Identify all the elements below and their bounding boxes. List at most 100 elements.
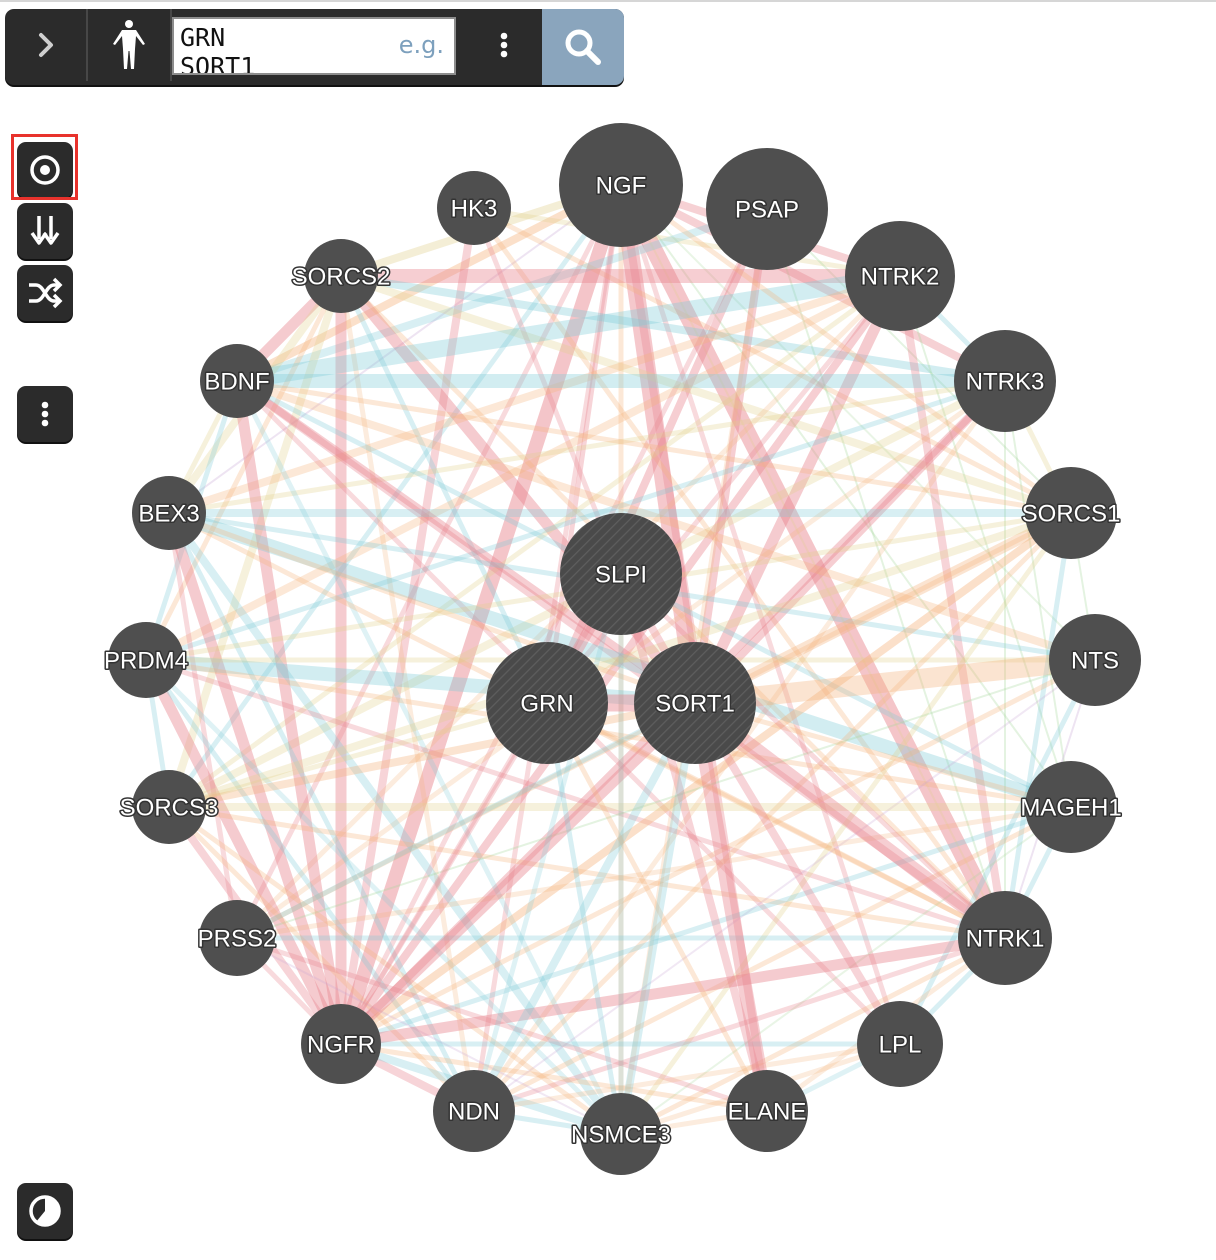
edge-lpl-sort1	[691, 699, 904, 1048]
edge-hk3-ntrk2	[471, 205, 903, 279]
gene-node-circle[interactable]	[301, 1004, 381, 1084]
gene-node-circle[interactable]	[958, 891, 1052, 985]
gene-node-circle[interactable]	[560, 513, 682, 635]
gene-node-label: NTRK2	[861, 264, 940, 291]
edge-sorcs3-nsmce3	[166, 804, 624, 1137]
edge-ngfr-sort1	[335, 697, 701, 1050]
edge-ngf-grn	[544, 182, 624, 706]
edge-psap-sort1	[691, 205, 771, 707]
gene-node-lpl[interactable]: LPL	[857, 1001, 943, 1087]
edge-ntrk2-ngfr	[337, 272, 904, 1048]
gene-node-label: SLPI	[595, 562, 647, 589]
expand-button[interactable]	[5, 9, 88, 81]
edge-mageh1-sort1	[692, 700, 1074, 810]
edge-ntrk2-ntrk1	[896, 272, 1009, 942]
gene-node-circle[interactable]	[132, 476, 206, 550]
gene-node-circle[interactable]	[580, 1093, 662, 1175]
gene-node-elane[interactable]: ELANE	[726, 1070, 808, 1152]
gene-node-circle[interactable]	[304, 239, 378, 313]
edge-lpl-ndn	[471, 1041, 903, 1114]
gene-node-bdnf[interactable]: BDNF	[200, 344, 274, 418]
gene-node-label: SORCS3	[120, 795, 219, 822]
gene-node-circle[interactable]	[433, 1070, 515, 1152]
gene-node-circle[interactable]	[706, 148, 828, 270]
edge-mageh1-nsmce3	[620, 806, 1072, 1135]
gene-node-circle[interactable]	[845, 221, 955, 331]
gene-node-ngfr[interactable]: NGFR	[301, 1004, 381, 1084]
gene-node-hk3[interactable]: HK3	[437, 171, 511, 245]
edge-bex3-ngfr	[163, 507, 347, 1050]
gene-node-circle[interactable]	[132, 770, 206, 844]
legend-button[interactable]	[17, 1183, 73, 1239]
gene-node-circle[interactable]	[486, 642, 608, 764]
edge-psap-bdnf	[233, 205, 771, 385]
vertical-dots-icon	[41, 401, 49, 427]
gene-node-circle[interactable]	[559, 123, 683, 247]
gene-node-nts[interactable]: NTS	[1049, 614, 1141, 706]
gene-node-bex3[interactable]: BEX3	[132, 476, 206, 550]
example-hint[interactable]: e.g.	[398, 31, 444, 59]
gene-node-sort1[interactable]: SORT1	[634, 642, 756, 764]
gene-node-sorcs1[interactable]: SORCS1	[1020, 467, 1122, 559]
gene-node-sorcs2[interactable]: SORCS2	[290, 239, 392, 313]
search-button[interactable]	[542, 9, 624, 85]
network-options-button[interactable]	[17, 386, 73, 442]
gene-node-circle[interactable]	[437, 171, 511, 245]
gene-node-sorcs3[interactable]: SORCS3	[118, 770, 220, 844]
gene-node-ndn[interactable]: NDN	[433, 1070, 515, 1152]
gene-node-mageh1[interactable]: MAGEH1	[1019, 761, 1123, 853]
search-options-button[interactable]	[468, 9, 540, 81]
organism-button[interactable]	[88, 9, 172, 81]
circle-layout-button[interactable]	[17, 142, 73, 198]
gene-node-label: PRSS2	[198, 926, 277, 953]
gene-node-nsmce3[interactable]: NSMCE3	[569, 1093, 673, 1175]
gene-node-label: SORCS2	[292, 264, 391, 291]
edge-bdnf-nts	[233, 377, 1099, 664]
gene-node-grn[interactable]: GRN	[486, 642, 608, 764]
gene-node-ntrk2[interactable]: NTRK2	[845, 221, 955, 331]
gene-node-psap[interactable]: PSAP	[706, 148, 828, 270]
hierarchical-layout-button[interactable]	[17, 203, 73, 259]
gene-node-circle[interactable]	[634, 642, 756, 764]
edge-bex3-mageh1	[162, 506, 1078, 814]
edge-ntrk3-prss2	[234, 378, 1008, 941]
gene-node-circle[interactable]	[726, 1070, 808, 1152]
random-layout-button[interactable]	[17, 265, 73, 321]
gene-node-ngf[interactable]: NGF	[559, 123, 683, 247]
gene-node-circle[interactable]	[1049, 614, 1141, 706]
gene-node-prss2[interactable]: PRSS2	[196, 900, 278, 976]
gene-node-circle[interactable]	[200, 344, 274, 418]
gene-query-box[interactable]: GRN SORT1 e.g.	[172, 17, 456, 75]
gene-node-circle[interactable]	[1025, 761, 1117, 853]
edge-bex3-ndn	[166, 510, 477, 1114]
edge-bex3-sort1	[166, 510, 698, 706]
gene-node-circle[interactable]	[199, 900, 275, 976]
search-toolbar: GRN SORT1 e.g.	[5, 9, 624, 85]
edge-ngf-bdnf	[233, 181, 625, 385]
edge-sorcs2-ntrk3	[337, 272, 1009, 385]
edge-ntrk1-sort1	[688, 696, 1012, 945]
gene-node-slpi[interactable]: SLPI	[560, 513, 682, 635]
vertical-dots-icon	[500, 32, 508, 58]
gene-node-ntrk1[interactable]: NTRK1	[958, 891, 1052, 985]
gene-node-circle[interactable]	[954, 330, 1056, 432]
gene-node-label: NSMCE3	[571, 1122, 671, 1149]
gene-node-prdm4[interactable]: PRDM4	[102, 622, 190, 698]
gene-node-circle[interactable]	[1025, 467, 1117, 559]
edge-psap-ngfr	[338, 206, 770, 1047]
gene-node-circle[interactable]	[857, 1001, 943, 1087]
edge-ndn-slpi	[471, 571, 624, 1114]
edge-psap-sorcs1	[766, 208, 1072, 514]
gene-query-input[interactable]: GRN SORT1	[180, 23, 390, 73]
gene-node-ntrk3[interactable]: NTRK3	[954, 330, 1056, 432]
edge-nsmce3-grn	[544, 700, 624, 1137]
gene-node-circle[interactable]	[108, 622, 184, 698]
edge-hk3-ngfr	[337, 204, 478, 1048]
edge-mageh1-ngfr	[338, 804, 1074, 1047]
edge-ntrk2-bdnf	[228, 267, 909, 390]
edge-ntrk2-prdm4	[142, 272, 904, 664]
magnifier-icon	[565, 29, 601, 65]
edge-prss2-elane	[234, 935, 770, 1114]
